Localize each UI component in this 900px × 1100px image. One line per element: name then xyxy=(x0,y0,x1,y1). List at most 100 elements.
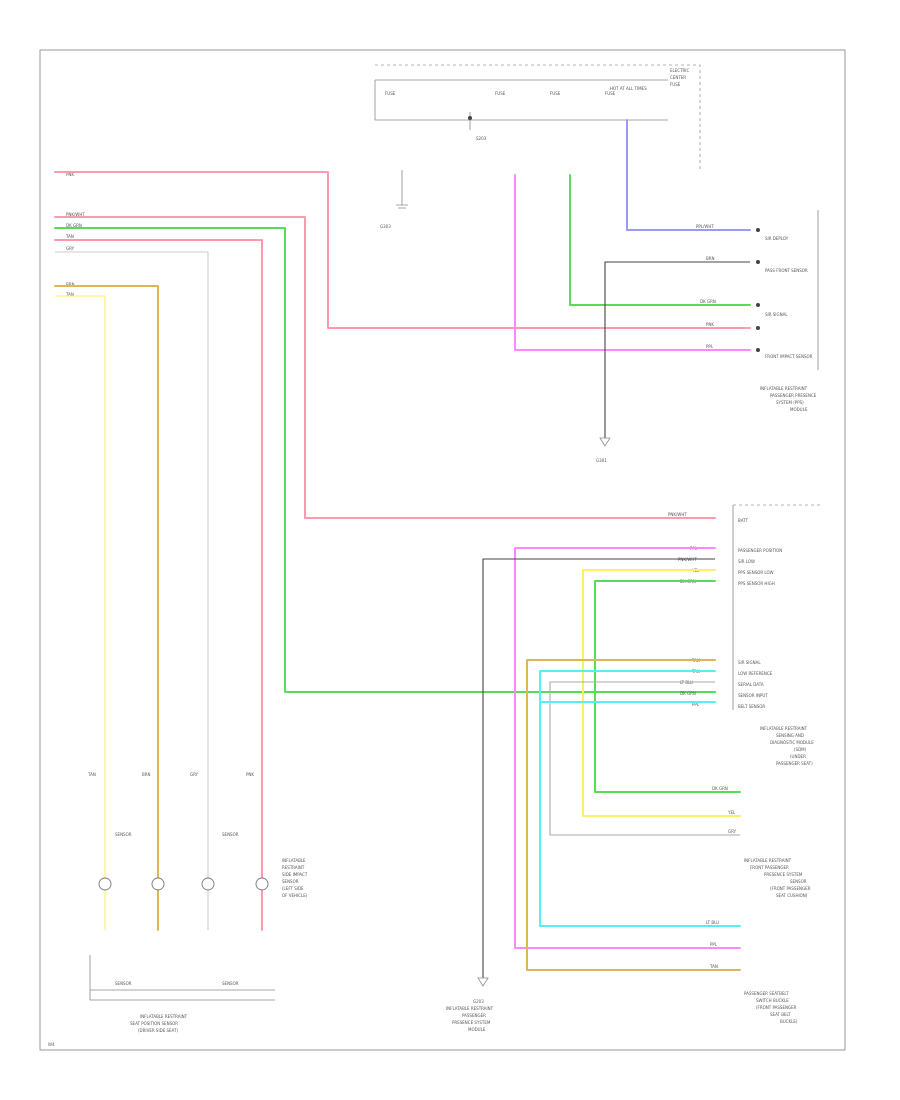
pps-sensor: DK GRN YEL GRY INFLATABLE RESTRAINT FRON… xyxy=(712,786,811,898)
sdm-wire-9: DK GRN xyxy=(680,691,696,696)
rc-pin-2: PASS FRONT SENSOR xyxy=(765,268,808,273)
buckle-title-2: SWITCH BUCKLE xyxy=(756,998,789,1003)
sensor-circle-4 xyxy=(255,877,269,891)
gb-5: MODULE xyxy=(468,1027,486,1032)
bus-label-tan: TAN xyxy=(65,234,74,239)
wire-dkgrn-left xyxy=(54,227,716,693)
side-3: SIDE IMPACT xyxy=(282,872,308,877)
buckle-title-4: SEAT BELT xyxy=(770,1012,791,1017)
fuse-slot-1: FUSE xyxy=(385,91,396,96)
sdm-pin-8: SERIAL DATA xyxy=(738,682,764,687)
wire-pnk-sensor xyxy=(54,239,263,931)
sensor-wire-1: TAN xyxy=(87,772,96,777)
sensor-wire-3: GRY xyxy=(190,772,199,777)
gb-3: PASSENGER xyxy=(462,1013,486,1018)
bus-label-gry: GRY xyxy=(66,246,75,251)
rc-title-3: SYSTEM (PPS) xyxy=(776,400,804,405)
wire-gry-sdm xyxy=(549,681,740,836)
wire-tan-sdm xyxy=(526,659,741,971)
diagram-frame xyxy=(39,49,846,1051)
sdm-pin-1: BATT xyxy=(738,518,749,523)
seatbelt-buckle: LT BLU PPL TAN PASSENGER SEATBELT SWITCH… xyxy=(706,920,798,1024)
sdm-module: PNK/WHT PPL PNK/WHT YEL DK GRN TAN TAN L… xyxy=(668,504,820,766)
rc-pin-1: SIR DEPLOY xyxy=(765,236,789,241)
pps-title-6: SEAT CUSHION) xyxy=(776,893,808,898)
gb-2: INFLATABLE RESTRAINT xyxy=(446,1006,494,1011)
wire-pnkwht xyxy=(54,216,716,519)
bus-label-brn: BRN xyxy=(66,282,75,287)
rc-wire-4: PNK xyxy=(706,322,714,327)
fuse-slot-4: FUSE xyxy=(605,91,616,96)
rc-title-2: PASSENGER PRESENCE xyxy=(770,393,817,398)
rc-wire-5: PPL xyxy=(706,344,714,349)
gb-1: G203 xyxy=(473,999,484,1004)
pps-wire-2: YEL xyxy=(727,810,736,815)
frame-tag: W4 xyxy=(48,1042,55,1047)
left-bus: PNK PNK/WHT DK GRN TAN GRY BRN TAN xyxy=(65,172,85,297)
side-module: INFLATABLE RESTRAINT SIDE IMPACT SENSOR … xyxy=(282,858,308,898)
rc-pin-3: SIR SIGNAL xyxy=(765,312,788,317)
side-2: RESTRAINT xyxy=(282,865,305,870)
pps-title-2: FRONT PASSENGER xyxy=(750,865,789,870)
sdm-pin-6: SIR SIGNAL xyxy=(738,660,761,665)
sdm-pin-9: SENSOR INPUT xyxy=(738,693,768,698)
fuse-block-label-1: ELECTRIC xyxy=(670,68,689,73)
seat-title-1: INFLATABLE RESTRAINT xyxy=(140,1014,188,1019)
wire-dark-sdm xyxy=(482,558,715,978)
rc-pin-4: FRONT IMPACT SENSOR xyxy=(765,354,813,359)
gb-4: PRESENCE SYSTEM xyxy=(452,1020,491,1025)
wire-green-sdm xyxy=(594,580,741,793)
sdm-wire-1: PNK/WHT xyxy=(668,512,687,517)
rc-title-1: INFLATABLE RESTRAINT xyxy=(760,386,808,391)
buckle-wire-1: LT BLU xyxy=(706,920,719,925)
seat-sensors: TAN BRN GRY PNK SENSOR SENSOR SENSOR SEN… xyxy=(87,772,275,1033)
buckle-wire-3: TAN xyxy=(709,964,718,969)
bus-label-pnkwht: PNK/WHT xyxy=(66,212,85,217)
sensor-bottom-1: SENSOR xyxy=(115,981,132,986)
sdm-pin-2: PASSENGER POSITION xyxy=(738,548,782,553)
rc-wire-1: PPL/WHT xyxy=(696,224,714,229)
pps-wire-3: GRY xyxy=(728,829,737,834)
sensor-circle-3 xyxy=(201,877,215,891)
seat-title-3: (DRIVER SIDE SEAT) xyxy=(138,1028,178,1033)
pps-wire-1: DK GRN xyxy=(712,786,728,791)
sensor-wire-2: BRN xyxy=(142,772,151,777)
buckle-title-1: PASSENGER SEATBELT xyxy=(744,991,789,996)
sdm-title-5: (UNDER xyxy=(790,754,806,759)
ground-left-label: G303 xyxy=(380,224,391,229)
wire-pnk-top xyxy=(54,171,751,329)
splice-dot xyxy=(468,116,472,120)
sdm-pin-7: LOW REFERENCE xyxy=(738,671,773,676)
sdm-title-1: INFLATABLE RESTRAINT xyxy=(760,726,808,731)
rc-title-4: MODULE xyxy=(790,407,808,412)
fuse-hot-label: HOT AT ALL TIMES xyxy=(610,86,647,91)
right-connector: PPL/WHT BRN DK GRN PNK PPL SIR DEPLOY PA… xyxy=(696,210,819,412)
wire-tan-left xyxy=(55,295,106,930)
buckle-title-3: (FRONT PASSENGER xyxy=(756,1005,797,1010)
sensor-label-2: SENSOR xyxy=(222,832,239,837)
bus-label-dkgrn: DK GRN xyxy=(66,223,82,228)
pps-title-5: (FRONT PASSENGER xyxy=(770,886,811,891)
wire-brn xyxy=(54,285,159,931)
sdm-pin-5: PPS SENSOR HIGH xyxy=(738,581,775,586)
sdm-pin-3: SIR LOW xyxy=(738,559,755,564)
sensor-bottom-2: SENSOR xyxy=(222,981,239,986)
wire-magenta-sdm xyxy=(514,547,741,949)
pps-title-1: INFLATABLE RESTRAINT xyxy=(744,858,792,863)
wire-blue-top xyxy=(626,119,751,231)
sdm-pin-10: BELT SENSOR xyxy=(738,704,765,709)
fuse-block-label-3: FUSE xyxy=(670,82,681,87)
sdm-wire-10: PPL xyxy=(692,702,700,707)
rc-wire-3: DK GRN xyxy=(700,299,716,304)
ground-bottom: G203 INFLATABLE RESTRAINT PASSENGER PRES… xyxy=(446,999,494,1032)
sdm-title-6: PASSENGER SEAT) xyxy=(776,761,813,766)
pps-title-4: SENSOR xyxy=(790,879,807,884)
side-6: OF VEHICLE) xyxy=(282,893,308,898)
fuse-slot-2: FUSE xyxy=(495,91,506,96)
sdm-pin-4: PPS SENSOR LOW xyxy=(738,570,774,575)
sdm-title-2: SENSING AND xyxy=(776,733,804,738)
buckle-title-5: BUCKLE) xyxy=(780,1019,798,1024)
wire-gry xyxy=(55,251,209,930)
fuse-slot-3: FUSE xyxy=(550,91,561,96)
